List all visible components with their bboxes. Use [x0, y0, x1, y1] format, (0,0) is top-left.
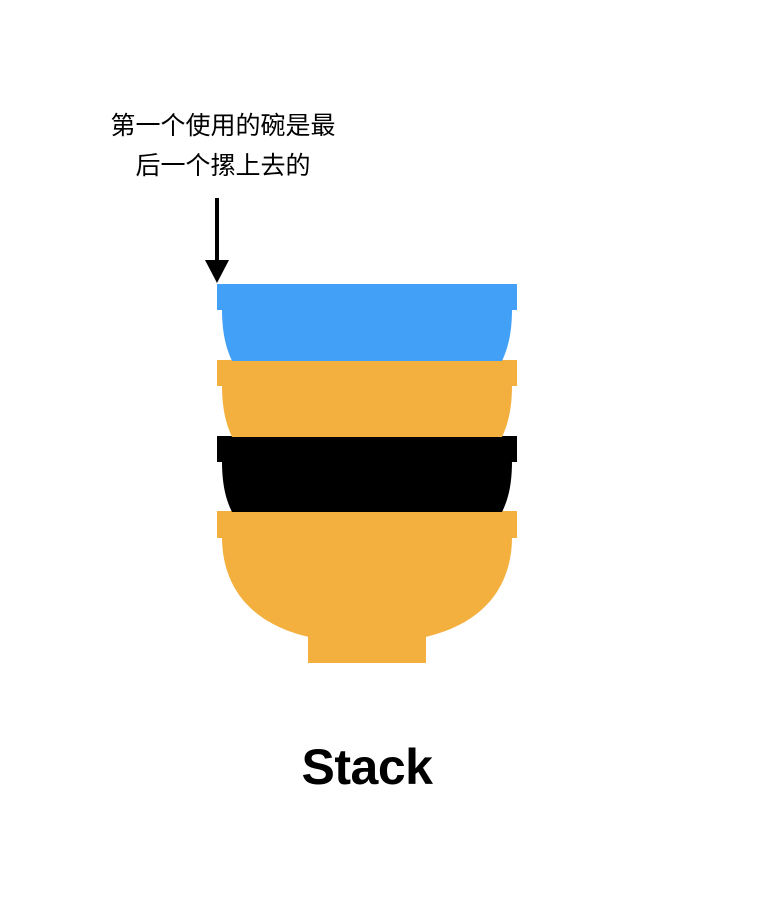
- bowl-4-rim: [217, 511, 517, 538]
- bowl-1-rim: [217, 284, 517, 310]
- annotation-arrow: [205, 198, 229, 283]
- bowl-2-rim: [217, 360, 517, 386]
- bowl-4-body: [222, 537, 512, 643]
- bowl-2: [217, 360, 517, 437]
- bowl-2-body: [222, 385, 512, 437]
- bowl-4: [217, 511, 517, 663]
- arrow-head: [205, 260, 229, 283]
- bowl-3: [217, 436, 517, 512]
- annotation-text-line-2: 后一个摞上去的: [0, 146, 446, 182]
- bowl-1-body: [222, 309, 512, 361]
- bowl-4-foot: [308, 636, 426, 663]
- caption-title: Stack: [0, 738, 734, 796]
- annotation-text-line-1: 第一个使用的碗是最: [0, 106, 446, 142]
- bowl-1: [217, 284, 517, 361]
- bowl-3-body: [222, 461, 512, 512]
- bowl-stack: [217, 284, 517, 663]
- bowl-3-rim: [217, 436, 517, 462]
